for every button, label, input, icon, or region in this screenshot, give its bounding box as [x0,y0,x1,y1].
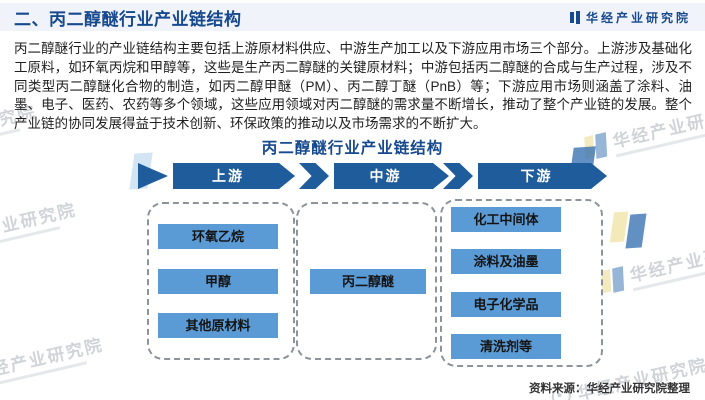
intro-paragraph: 丙二醇醚行业的产业链结构主要包括上游原材料供应、中游生产加工以及下游应用市场三个… [14,41,692,131]
stage-label: 下游 [478,163,607,189]
page-title: 二、丙二醇醚行业产业链结构 [14,9,242,29]
stage-arrow-downstream: 下游 [443,163,607,189]
watermark-logo-icon [599,266,626,295]
source-note: 资料来源：华经产业研究院整理 [529,383,690,395]
stage-arrow-upstream: 上游 [138,163,295,189]
midstream-column: 丙二醇醚 [296,202,437,360]
chain-item-box: 清洗剂等 [451,333,561,359]
header-bar: 二、丙二醇醚行业产业链结构 华经产业研究院 [0,3,705,31]
stage-label: 上游 [173,163,295,189]
stage-arrow-midstream: 中游 [299,163,449,189]
brand-book-icon [569,10,580,24]
brand-name: 华经产业研究院 [585,10,691,25]
decor-parallelogram [609,211,629,243]
chevron-right-icon [299,163,329,189]
chain-item-box: 丙二醇醚 [310,268,426,294]
watermark: 华经产业研究院 [0,330,107,390]
diagram-title: 丙二醇醚行业产业链结构 [261,140,444,157]
chain-item-box: 化工中间体 [451,207,561,232]
chain-item-box: 涂料及油墨 [451,249,561,275]
watermark: 华经产业研究院 [0,195,80,255]
watermark: 华经产业研究院 [599,232,705,298]
decor-parallelogram [625,213,647,249]
chevron-right-icon [443,163,473,189]
chain-item-box: 其他原材料 [158,313,278,339]
upstream-column: 环氧乙烷甲醇其他原材料 [147,202,295,360]
chevron-right-icon [138,163,168,189]
downstream-column: 化工中间体涂料及油墨电子化学品清洗剂等 [440,199,603,367]
chain-item-box: 环氧乙烷 [158,223,278,249]
stage-label: 中游 [334,163,449,189]
chain-item-box: 甲醇 [158,268,278,294]
chain-item-box: 电子化学品 [451,291,561,317]
brand-logo: 华经产业研究院 [569,9,691,26]
